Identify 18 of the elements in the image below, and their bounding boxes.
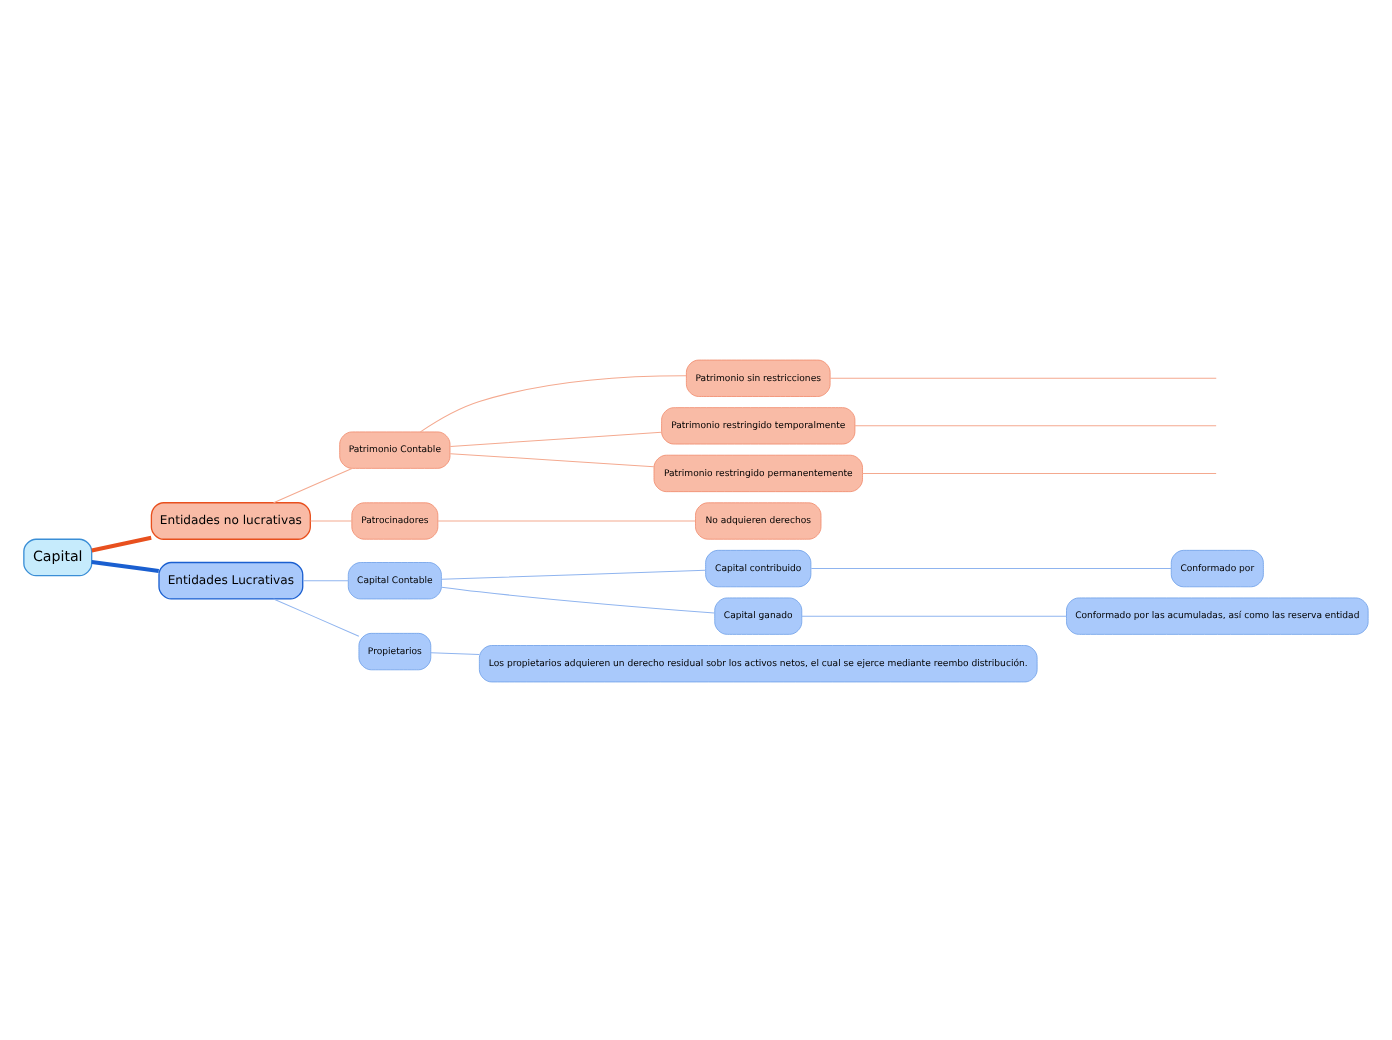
- connector: [419, 374, 687, 432]
- connector: [441, 568, 706, 579]
- connector: [273, 597, 360, 636]
- connector: [801, 614, 1067, 616]
- connector: [310, 519, 353, 521]
- connector: [430, 651, 480, 654]
- connector: [302, 579, 349, 581]
- connector: [441, 585, 715, 613]
- connector: [91, 558, 159, 573]
- connector: [273, 466, 353, 503]
- connector: [91, 534, 152, 552]
- connector: [854, 424, 1217, 426]
- connector: [449, 452, 655, 467]
- connector: [810, 567, 1172, 569]
- connector: [829, 376, 1217, 378]
- connector: [449, 430, 662, 446]
- connector: [437, 519, 696, 521]
- connector: [862, 471, 1217, 473]
